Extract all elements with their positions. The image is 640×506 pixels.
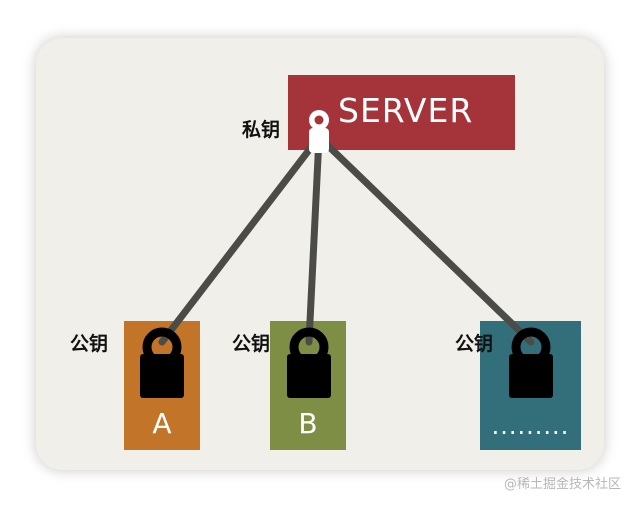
client-a-label: A	[152, 407, 172, 440]
connection-cable-b	[305, 133, 323, 346]
client-b-label: B	[298, 407, 318, 440]
client-more-label: .........	[491, 412, 570, 440]
public-key-label-a: 公钥	[70, 333, 109, 355]
lock-icon	[140, 327, 184, 398]
public-key-label-more: 公钥	[455, 333, 494, 355]
private-key-label: 私钥	[242, 119, 281, 141]
server-title: SERVER	[338, 91, 474, 130]
connection-cable-a	[158, 133, 323, 346]
lock-icon	[287, 327, 331, 398]
connection-cable-more	[315, 133, 535, 346]
lock-icon	[509, 327, 553, 398]
public-key-label-b: 公钥	[232, 333, 271, 355]
ring-key-icon	[309, 110, 329, 153]
watermark: @稀土掘金技术社区	[504, 477, 622, 492]
